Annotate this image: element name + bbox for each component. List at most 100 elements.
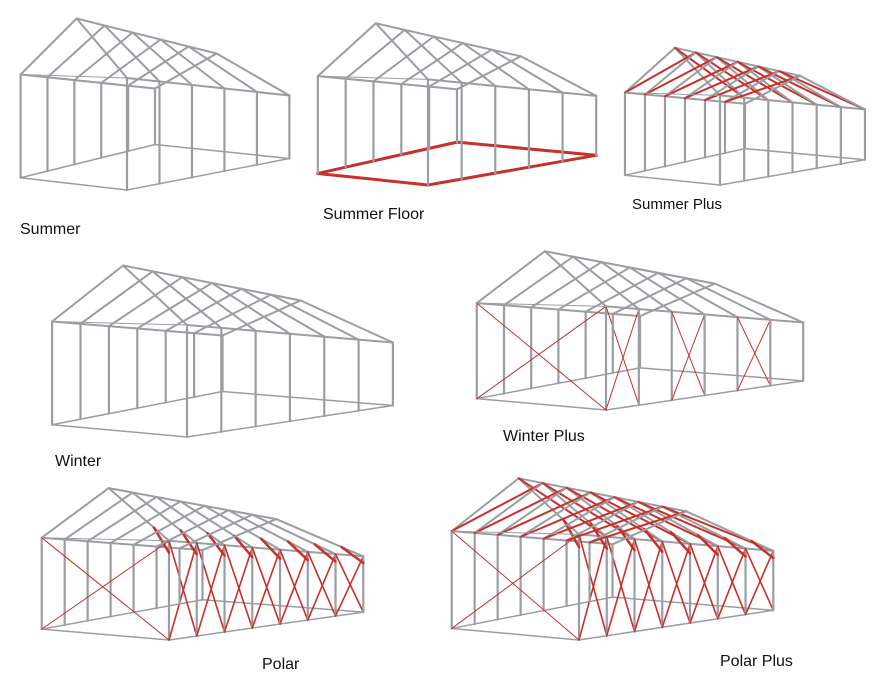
rafter <box>132 504 206 546</box>
wall-brace <box>744 550 775 616</box>
rafter <box>40 487 110 539</box>
wall-brace <box>689 543 719 620</box>
gable-brace <box>476 305 607 400</box>
roof-brace <box>644 56 718 96</box>
wall-brace <box>578 535 608 641</box>
wall-brace <box>671 313 706 401</box>
base-rail <box>744 147 866 161</box>
rafter <box>644 51 697 96</box>
base-rail <box>426 153 598 187</box>
tie-beam <box>51 321 188 326</box>
tie-beam <box>20 74 128 79</box>
wall-brace <box>223 546 254 633</box>
wall-brace <box>306 551 337 617</box>
wall-brace <box>716 545 747 616</box>
rafter <box>557 266 631 311</box>
base-rail <box>578 609 775 641</box>
rafter <box>611 510 688 546</box>
base-rail <box>639 367 804 382</box>
rafter <box>154 52 218 90</box>
wall-brace <box>605 535 636 633</box>
rafter <box>428 48 493 88</box>
corner-brace <box>750 539 775 560</box>
corner-brace <box>286 540 310 562</box>
rafter <box>541 482 608 538</box>
tent-frame-winter <box>50 264 394 439</box>
rafter <box>613 496 692 545</box>
rafter <box>100 38 162 84</box>
tie-beam <box>624 92 721 96</box>
base-rail <box>40 628 170 641</box>
rafter <box>221 299 302 337</box>
rafter <box>251 513 337 556</box>
rafter <box>400 42 464 86</box>
base-rail <box>168 611 365 641</box>
tie-beam <box>476 302 607 307</box>
label-polar: Polar <box>262 656 300 673</box>
rafter <box>584 271 660 313</box>
rafter <box>572 255 640 311</box>
eave-beam <box>316 75 458 91</box>
rafter <box>432 35 497 87</box>
rafter <box>664 56 718 98</box>
base-rail <box>221 390 394 407</box>
rafter <box>227 509 309 553</box>
rafter <box>164 287 243 332</box>
base-rail <box>316 140 459 175</box>
tent-frame-polar-plus <box>450 477 775 642</box>
base-rail <box>624 174 721 186</box>
roof-brace <box>684 65 760 100</box>
roof-brace <box>542 500 640 540</box>
rafter <box>736 60 794 104</box>
roof-brace <box>450 482 544 533</box>
roof-brace <box>624 51 697 94</box>
rafter <box>757 65 818 106</box>
roof-brace <box>473 486 568 534</box>
tie-beam <box>41 537 170 542</box>
rafter <box>799 74 866 111</box>
eave-beam <box>578 533 775 552</box>
tent-frame-summer-plus <box>623 46 867 187</box>
ridge-beam <box>107 487 278 521</box>
rafter <box>275 518 365 558</box>
wall-brace <box>689 545 719 624</box>
rafter <box>107 276 184 328</box>
rafter <box>519 491 592 538</box>
label-polar-plus: Polar Plus <box>720 653 793 670</box>
eave-beam <box>168 539 365 558</box>
wall-brace <box>251 548 281 629</box>
base-rail <box>316 171 430 187</box>
rafter <box>496 486 568 536</box>
rafter <box>624 46 676 94</box>
base-rail <box>611 596 775 612</box>
wall-brace <box>251 546 281 625</box>
eave-beam <box>450 530 614 546</box>
wall-brace <box>661 540 691 624</box>
ridge-beam <box>374 22 522 58</box>
rafter <box>187 45 258 93</box>
roof-brace <box>588 510 688 544</box>
label-winter: Winter <box>55 453 102 470</box>
wall-brace <box>168 539 198 637</box>
rafter <box>179 500 254 549</box>
rafter <box>316 22 377 78</box>
tent-frame-winter-plus <box>475 250 805 412</box>
rafter <box>637 500 719 548</box>
base-rail <box>450 596 614 630</box>
rafter <box>684 60 739 100</box>
wall-brace <box>195 542 226 633</box>
rafter <box>107 487 170 542</box>
rafter <box>713 282 805 324</box>
corner-brace <box>340 545 365 565</box>
rafter <box>639 282 716 318</box>
tie-beam <box>451 530 580 535</box>
base-rail <box>450 627 580 641</box>
rafter <box>715 56 770 102</box>
rafter <box>589 491 664 543</box>
roof-brace <box>757 65 842 109</box>
rafter <box>517 477 580 536</box>
rafter <box>600 261 673 313</box>
wall-brace <box>195 544 226 637</box>
rafter <box>299 299 394 344</box>
